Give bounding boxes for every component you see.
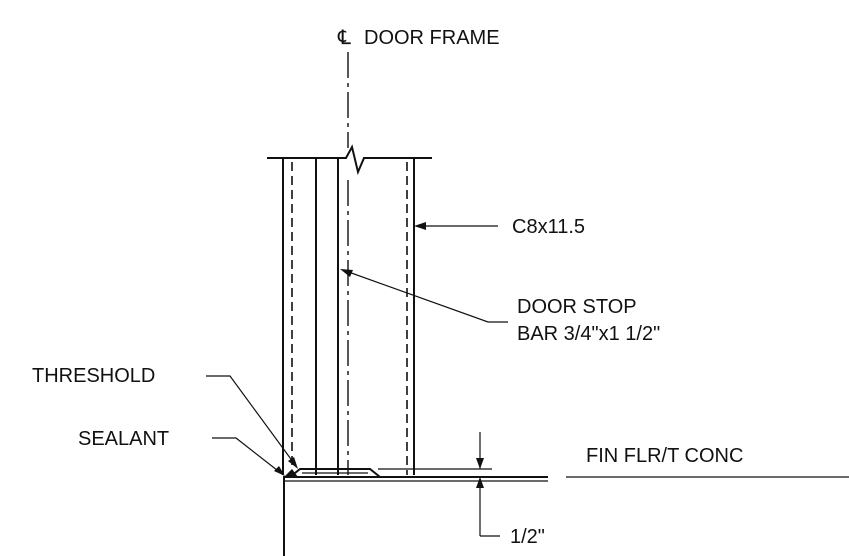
door-stop-label-line2: BAR 3/4"x1 1/2" (517, 323, 660, 345)
centerline-symbol: ℄ (337, 27, 351, 49)
sealant-label: SEALANT (78, 428, 169, 450)
channel-leader-arrow (414, 222, 426, 230)
finish-floor-label: FIN FLR/T CONC (586, 445, 743, 467)
dimension-label: 1/2" (510, 526, 545, 548)
threshold-label: THRESHOLD (32, 365, 155, 387)
door-stop-label-line1: DOOR STOP (517, 296, 637, 318)
door-stop-leader-arrow (340, 269, 353, 277)
sealant-leader (212, 437, 283, 475)
door-stop-leader (342, 269, 508, 323)
threshold-leader-arrow (288, 457, 298, 469)
threshold-leader (206, 375, 297, 467)
sealant-leader-arrow (274, 466, 285, 476)
dimension-arrow-up (476, 477, 484, 488)
channel-label: C8x11.5 (512, 216, 585, 238)
top-break-line (267, 144, 432, 176)
title-door-frame: DOOR FRAME (364, 27, 500, 49)
dimension-arrow-down (476, 458, 484, 469)
sealant-bead (284, 469, 298, 477)
